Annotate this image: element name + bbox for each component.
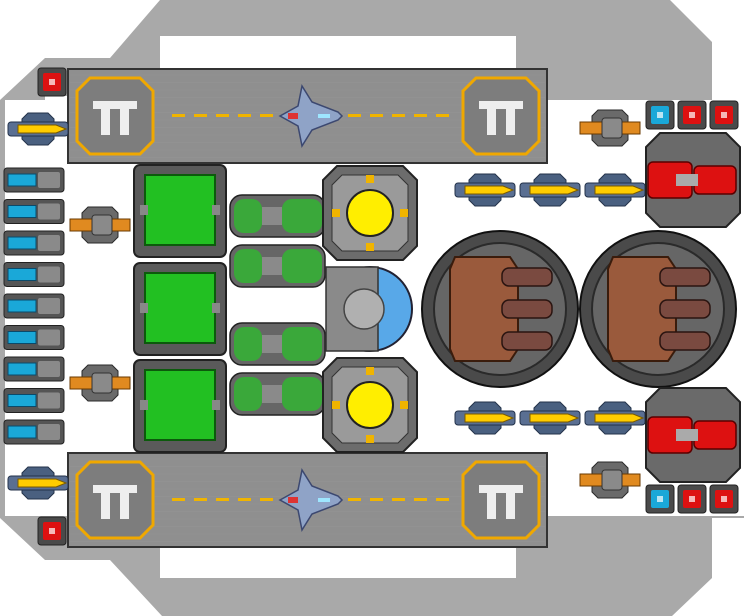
blaster-icon[interactable] <box>645 387 741 483</box>
chip-icon[interactable] <box>709 484 739 514</box>
missile-icon[interactable] <box>584 401 646 435</box>
battery-icon[interactable] <box>3 199 65 224</box>
battery-icon[interactable] <box>3 419 65 445</box>
battery-icon[interactable] <box>3 325 65 350</box>
pad-icon[interactable] <box>461 460 541 540</box>
battery-icon[interactable] <box>3 167 65 193</box>
tank-icon[interactable] <box>229 372 326 416</box>
chip-icon[interactable] <box>677 100 707 130</box>
chip-icon[interactable] <box>709 100 739 130</box>
missile-icon[interactable] <box>7 466 69 500</box>
pad-icon[interactable] <box>75 76 155 156</box>
reactor-icon[interactable] <box>133 262 227 356</box>
battery-icon[interactable] <box>3 293 65 319</box>
blaster-icon[interactable] <box>645 132 741 228</box>
core-icon[interactable] <box>322 165 418 261</box>
chip-icon[interactable] <box>37 516 67 546</box>
chip-icon[interactable] <box>645 100 675 130</box>
tank-icon[interactable] <box>229 194 326 238</box>
missile-icon[interactable] <box>7 112 69 146</box>
bottom-fighter[interactable] <box>278 468 344 532</box>
core-icon[interactable] <box>322 357 418 453</box>
gun-icon[interactable] <box>579 461 641 499</box>
chip-icon[interactable] <box>677 484 707 514</box>
bottom-hangar <box>67 452 548 548</box>
pad-icon[interactable] <box>75 460 155 540</box>
missile-icon[interactable] <box>454 173 516 207</box>
reactor-icon[interactable] <box>133 164 227 258</box>
pad-icon[interactable] <box>461 76 541 156</box>
gun-icon[interactable] <box>69 206 131 244</box>
top-fighter[interactable] <box>278 84 344 148</box>
chip-icon[interactable] <box>645 484 675 514</box>
missile-icon[interactable] <box>454 401 516 435</box>
tank-icon[interactable] <box>229 322 326 366</box>
battery-icon[interactable] <box>3 388 65 413</box>
missile-icon[interactable] <box>519 173 581 207</box>
tank-icon[interactable] <box>229 244 326 288</box>
battery-icon[interactable] <box>3 230 65 256</box>
turret-icon[interactable] <box>421 230 579 388</box>
battery-icon[interactable] <box>3 356 65 382</box>
turret-icon[interactable] <box>579 230 737 388</box>
top-hangar <box>67 68 548 164</box>
battery-column <box>3 167 65 445</box>
gun-icon[interactable] <box>579 109 641 147</box>
battery-icon[interactable] <box>3 262 65 287</box>
missile-icon[interactable] <box>519 401 581 435</box>
chip-icon[interactable] <box>37 67 67 97</box>
gun-icon[interactable] <box>69 364 131 402</box>
reactor-icon[interactable] <box>133 359 227 453</box>
shield-icon[interactable] <box>325 266 413 352</box>
